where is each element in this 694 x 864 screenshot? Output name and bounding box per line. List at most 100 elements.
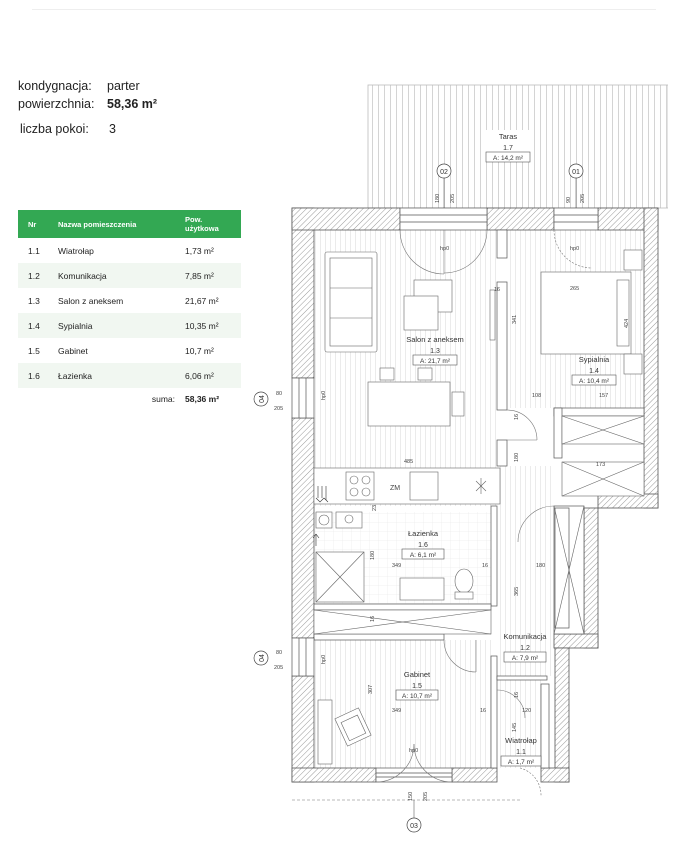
row-area: 7,85 m²	[181, 263, 241, 288]
col-area-line1: Pow.	[185, 215, 203, 224]
dim-205-top-right: 205	[580, 194, 586, 203]
dim-349-gabinet: 349	[392, 708, 401, 714]
oven-icon	[409, 471, 439, 501]
floor-wiatrolap	[497, 680, 541, 768]
row-nr: 1.4	[18, 313, 54, 338]
row-name: Sypialnia	[54, 313, 181, 338]
col-nr: Nr	[18, 210, 54, 238]
dim-205-top-left: 205	[450, 194, 456, 203]
terrace: Taras 1.7 A: 14,2 m²	[367, 84, 668, 209]
door-label-salon: hp0	[440, 246, 449, 252]
top-divider	[32, 9, 656, 10]
dim-16-bath: 16	[482, 563, 488, 569]
dim-16-gabinet-top: 16	[370, 616, 376, 622]
axis-markers: 02 01 04 04 03	[253, 163, 584, 833]
row-area: 21,67 m²	[185, 295, 219, 306]
fridge-label: ZM	[390, 485, 400, 492]
sum-label: suma:	[151, 394, 175, 404]
dim-145: 145	[512, 723, 518, 732]
dim-365: 365	[514, 587, 520, 596]
door-swings	[292, 229, 593, 801]
row-area: 10,35 m²	[181, 313, 241, 338]
dim-80-left-bottom: 80	[276, 650, 282, 656]
table-row: 1.3 Salon z aneksem 21,67 m²	[18, 288, 241, 313]
row-area: 1,73 m²	[185, 245, 214, 256]
sum-value: 58,36 m²	[185, 394, 220, 404]
terrace-name: Taras	[499, 132, 518, 141]
door-label-sypialnia: hp0	[570, 246, 579, 252]
door-labels: hp0 hp0 hp0 hp0 hp0	[321, 246, 579, 754]
door-label-gabinet-left: hp0	[321, 655, 327, 664]
dim-80-left-top: 80	[276, 391, 282, 397]
row-nr: 1.5	[28, 345, 40, 356]
dim-90-top: 90	[566, 197, 572, 203]
dim-108: 108	[532, 393, 541, 399]
dim-205-left-top: 205	[274, 406, 283, 412]
dim-180-right: 180	[536, 563, 545, 569]
area-value: 58,36 m²	[107, 97, 158, 111]
dim-205-left-bottom: 205	[274, 665, 283, 671]
floor-komunikacja	[497, 506, 554, 676]
row-name: Komunikacja	[54, 263, 181, 288]
bed-icon	[540, 271, 632, 355]
salon-name: Salon z aneksem	[406, 335, 464, 344]
dim-341: 341	[512, 315, 518, 324]
door-label-window-left: hp0	[321, 391, 327, 400]
cooktop-icon	[345, 471, 375, 501]
gabinet-nr: 1.5	[412, 683, 422, 690]
floor-plan: Taras 1.7 A: 14,2 m²	[253, 84, 668, 833]
room-labels: Salon z aneksem 1.3 A: 21,7 m² Sypialnia…	[395, 335, 617, 767]
axis-04-top: 04	[259, 395, 266, 403]
dimension-labels: 180 205 90 205 80 205 80 205 150 205 265…	[274, 194, 630, 801]
row-nr: 1.1	[28, 245, 40, 256]
dim-424: 424	[624, 319, 630, 328]
area-label: powierzchnia:	[18, 97, 95, 111]
komunikacja-nr: 1.2	[520, 645, 530, 652]
row-name: Salon z aneksem	[58, 295, 124, 306]
dim-173: 173	[596, 462, 605, 468]
axis-03: 03	[410, 823, 418, 830]
lazienka-area: A: 6,1 m²	[410, 552, 437, 559]
axis-04-bottom: 04	[259, 654, 266, 662]
sypialnia-nr: 1.4	[589, 368, 599, 375]
toilet-icon	[454, 568, 474, 594]
salon-nr: 1.3	[430, 348, 440, 355]
rooms-table: Nr Nazwa pomieszczenia Pow.użytkowa 1.1 W…	[18, 210, 241, 410]
dim-180-bath: 180	[370, 551, 376, 560]
desk-icon	[317, 699, 333, 765]
col-name: Nazwa pomieszczenia	[54, 210, 181, 238]
wiatrolap-area: A: 1,7 m²	[508, 759, 535, 766]
dim-180-top: 180	[435, 194, 441, 203]
tv-stand-icon	[489, 289, 496, 341]
dim-485: 485	[404, 459, 413, 465]
wiatrolap-name: Wiatrołap	[505, 736, 537, 745]
dim-265: 265	[570, 286, 579, 292]
table-header: Nr Nazwa pomieszczenia Pow.użytkowa	[18, 210, 241, 238]
walls	[291, 207, 659, 783]
apartment-info: kondygnacja: parter powierzchnia: 58,36 …	[18, 79, 238, 139]
dim-16-corridor: 16	[514, 414, 520, 420]
axis-02: 02	[440, 169, 448, 176]
row-nr: 1.2	[18, 263, 54, 288]
dim-120: 120	[522, 708, 531, 714]
salon-area: A: 21,7 m²	[420, 358, 451, 365]
wiatrolap-nr: 1.1	[516, 749, 526, 756]
table-sum-row: suma: 58,36 m²	[18, 388, 241, 410]
sypialnia-name: Sypialnia	[579, 355, 610, 364]
floor-gabinet	[314, 640, 491, 768]
dim-307: 307	[368, 685, 374, 694]
cabinet-icon	[399, 577, 445, 601]
bedroom-furniture	[313, 249, 645, 635]
row-area: 6,06 m²	[181, 363, 241, 388]
nightstand-icon	[623, 249, 643, 271]
row-name: Wiatrołap	[58, 245, 94, 256]
dim-150-bottom: 150	[408, 792, 414, 801]
floor-label: kondygnacja:	[18, 79, 92, 93]
row-name: Gabinet	[58, 345, 88, 356]
row-nr: 1.3	[28, 295, 40, 306]
komunikacja-name: Komunikacja	[504, 632, 548, 641]
